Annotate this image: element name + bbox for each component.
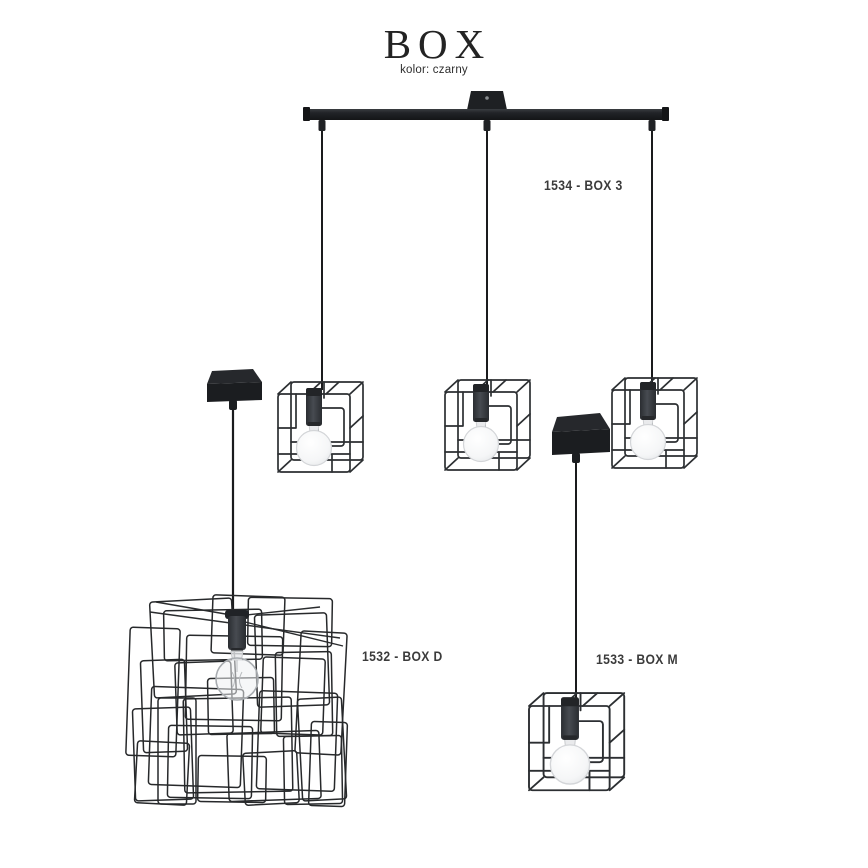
product-label-boxd: 1532 - BOX D xyxy=(362,649,443,664)
boxd-globe-bulb xyxy=(215,650,259,701)
box3-ceiling-bracket xyxy=(467,91,507,110)
box3-suspension-cables xyxy=(321,120,653,390)
box3-bulb-right xyxy=(629,381,667,461)
color-subtitle: kolor: czarny xyxy=(400,64,468,76)
boxm-canopy xyxy=(552,413,610,463)
page-title: BOX xyxy=(383,21,492,67)
pendant-boxd-figure xyxy=(125,369,349,808)
boxd-hanger-wires xyxy=(149,601,344,647)
box3-bulb-left xyxy=(295,387,333,467)
box3-ceiling-bar xyxy=(303,107,669,121)
box3-bulb-center xyxy=(462,383,500,463)
boxm-bulb xyxy=(549,696,591,785)
boxd-socket xyxy=(225,610,249,652)
screw-hole xyxy=(485,96,489,100)
cable-connectors xyxy=(318,120,656,131)
boxd-canopy xyxy=(207,369,262,410)
product-label-box3: 1534 - BOX 3 xyxy=(544,178,623,193)
pendant-box3-figure xyxy=(277,91,698,473)
product-label-boxm: 1533 - BOX M xyxy=(596,652,678,667)
pendant-boxm-figure xyxy=(528,413,626,792)
